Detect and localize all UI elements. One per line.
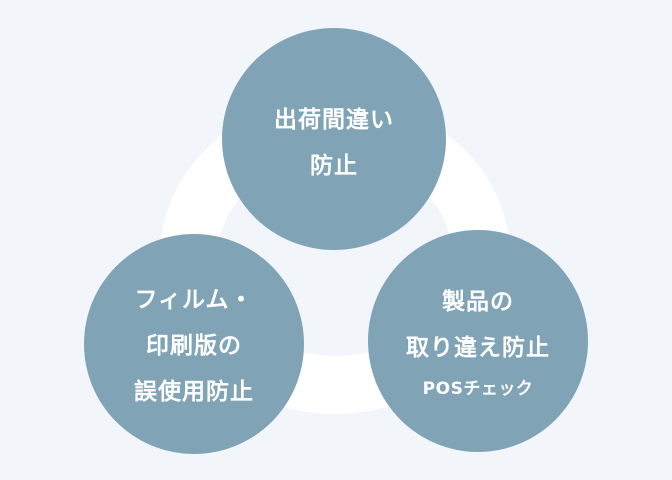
circle-label-line: 取り違え防止 <box>406 335 550 361</box>
circle-label-line: 出荷間違い <box>274 107 394 133</box>
circle-label-line: 印刷版の <box>146 333 242 359</box>
circle-label-line: 誤使用防止 <box>134 379 254 405</box>
circle-product-mixup-prevention: 製品の 取り違え防止 POSチェック <box>368 230 588 452</box>
circle-label-line: 製品の <box>442 289 514 315</box>
circle-sublabel: POSチェック <box>422 379 534 399</box>
circle-label-line: フィルム・ <box>134 287 254 313</box>
circle-label-line: 防止 <box>310 153 358 179</box>
circle-shipping-error-prevention: 出荷間違い 防止 <box>222 28 446 250</box>
circle-film-plate-misuse-prevention: フィルム・ 印刷版の 誤使用防止 <box>84 234 304 454</box>
